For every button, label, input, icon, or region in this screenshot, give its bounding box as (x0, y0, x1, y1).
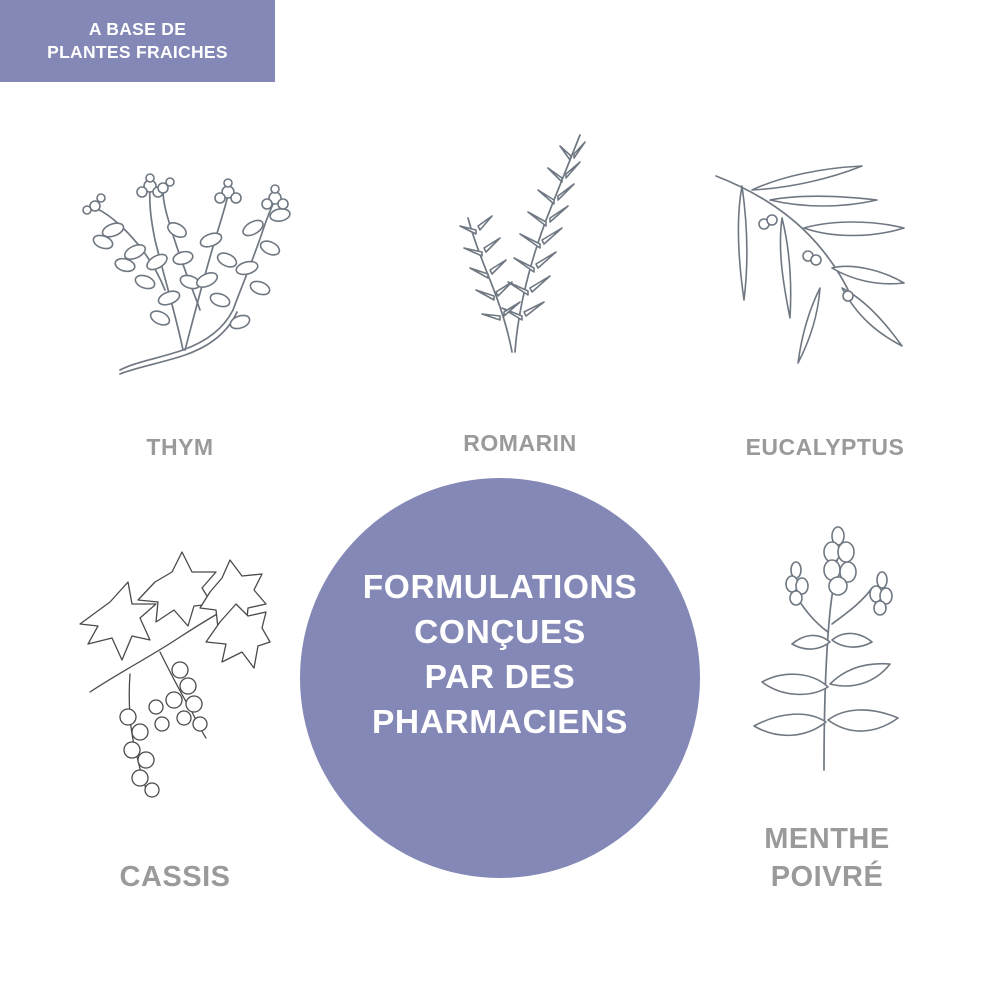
rosemary-illustration (459, 134, 586, 353)
plant-label-thym: THYM (146, 434, 214, 460)
circle-text: FORMULATIONS CONÇUES PAR DES PHARMACIENS (363, 565, 638, 745)
plant-label-romarin: ROMARIN (463, 430, 577, 456)
badge-line-1: A BASE DE (88, 19, 187, 39)
circle-line-3: PAR DES (424, 659, 576, 696)
blackcurrant-illustration (79, 551, 271, 798)
thyme-illustration (82, 173, 291, 375)
plant-label-menthe-poivre: MENTHE POIVRÉ (742, 820, 912, 896)
circle-line-1: FORMULATIONS (362, 569, 638, 606)
menthe-line-2: POIVRÉ (770, 861, 884, 893)
plant-label-eucalyptus: EUCALYPTUS (745, 434, 905, 460)
badge-line-2: PLANTES FRAICHES (47, 42, 228, 62)
fresh-plants-badge: A BASE DE PLANTES FRAICHES (0, 0, 275, 82)
plant-label-cassis: CASSIS (119, 861, 231, 893)
circle-line-2: CONÇUES (414, 614, 586, 651)
menthe-line-1: MENTHE (764, 823, 890, 855)
peppermint-illustration (753, 526, 899, 771)
pharmacist-formulation-circle: FORMULATIONS CONÇUES PAR DES PHARMACIENS (300, 478, 700, 878)
eucalyptus-illustration (715, 165, 905, 364)
circle-line-4: PHARMACIENS (371, 704, 628, 741)
